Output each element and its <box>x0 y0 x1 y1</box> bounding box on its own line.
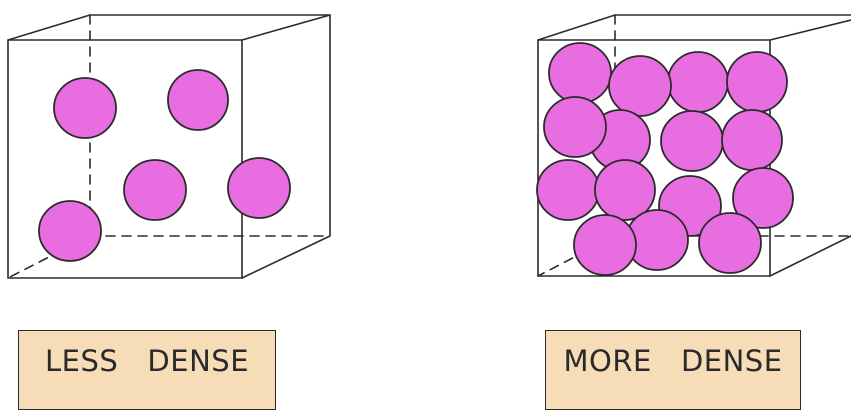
particle <box>594 159 656 221</box>
less-dense-label: LESS DENSE <box>18 330 276 410</box>
right-face <box>241 14 331 279</box>
particle <box>726 51 788 113</box>
particle <box>227 157 291 219</box>
particle <box>38 200 102 262</box>
particle <box>573 214 637 276</box>
more-dense-particles <box>536 42 794 276</box>
particle <box>53 77 117 139</box>
particle <box>123 159 187 221</box>
top-back-edge <box>537 14 851 41</box>
bottom-right-edge <box>769 235 851 277</box>
particle <box>543 96 607 158</box>
particle <box>698 212 762 274</box>
density-diagram <box>7 14 851 279</box>
top-front-edge <box>769 19 851 41</box>
top-face <box>7 14 331 41</box>
particle <box>608 55 672 117</box>
particle <box>667 51 729 113</box>
particle <box>721 109 783 171</box>
particle <box>732 167 794 229</box>
particle <box>536 159 600 221</box>
front-face <box>7 39 243 279</box>
particle <box>548 42 612 104</box>
less-dense-particles <box>38 69 291 262</box>
particle <box>660 110 724 172</box>
particle <box>167 69 229 131</box>
more-dense-label: MORE DENSE <box>545 330 801 410</box>
